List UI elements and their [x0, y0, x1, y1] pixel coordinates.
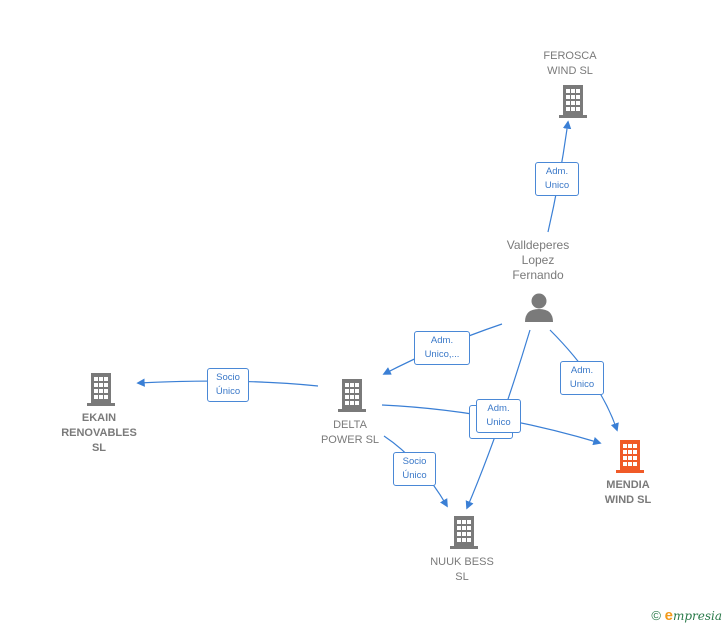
edge-label-person-mendia: Adm. Unico: [560, 361, 604, 395]
footer-brand: © empresia: [651, 607, 722, 624]
node-label-ferosca[interactable]: FEROSCA WIND SL: [543, 50, 597, 77]
edge-label-person-ferosca: Adm. Unico: [535, 162, 579, 196]
node-label-nuuk[interactable]: NUUK BESS SL: [430, 556, 494, 583]
building-icon-nuuk: [450, 516, 478, 549]
copyright-icon: ©: [651, 608, 661, 623]
node-label-ekain[interactable]: EKAIN RENOVABLES SL: [61, 412, 137, 454]
building-icon-mendia: [616, 440, 644, 473]
edge-label-person-delta: Adm. Unico,...: [414, 331, 470, 365]
node-label-delta[interactable]: DELTA POWER SL: [320, 419, 380, 446]
edge-label-delta-ekain: Socio Único: [207, 368, 249, 402]
node-label-mendia[interactable]: MENDIA WIND SL: [604, 479, 652, 506]
edge-label-delta-mendia: Adm. Unico: [476, 399, 521, 433]
building-icon-delta: [338, 379, 366, 412]
brand-logo-text: mpresia: [672, 609, 722, 623]
building-icon-ferosca: [559, 85, 587, 118]
person-icon: [525, 293, 553, 322]
building-icon-ekain: [87, 373, 115, 406]
brand-logo-e: e: [664, 607, 673, 624]
node-label-person[interactable]: Valldeperes Lopez Fernando: [506, 238, 570, 282]
edge-label-delta-nuuk: Socio Único: [393, 452, 436, 486]
